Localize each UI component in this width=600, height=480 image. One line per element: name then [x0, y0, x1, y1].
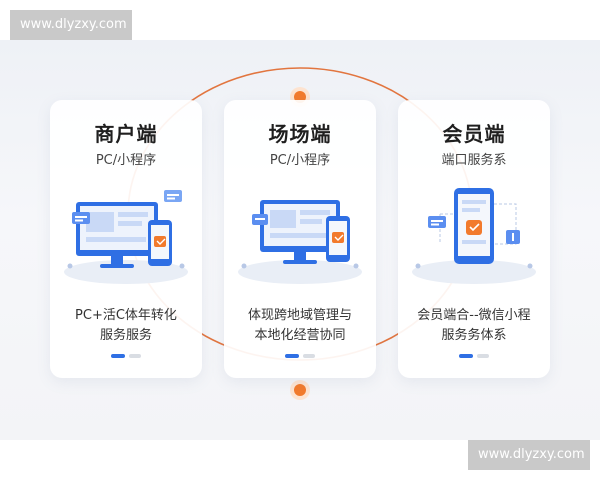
pager-dot-active[interactable]: [111, 354, 125, 358]
card-description-line: 本地化经营协同: [254, 328, 346, 343]
card-title: 会员端: [442, 122, 506, 146]
card-description: PC+活C体年转化 服务服务: [50, 306, 202, 346]
watermark-bottom: www.dlyzxy.com: [468, 440, 590, 470]
card-subtitle: PC/小程序: [269, 153, 331, 168]
card-description-line: 会员端合--微信小程: [417, 308, 531, 323]
card-subtitle: 端口服务系: [441, 153, 507, 168]
card-subtitle: PC/小程序: [95, 153, 157, 168]
pager-dot[interactable]: [129, 354, 141, 358]
carousel-pager: [50, 354, 202, 358]
card-description-line: 服务服务: [99, 328, 152, 343]
pager-dot[interactable]: [303, 354, 315, 358]
card-description-line: 体现跨地域管理与: [247, 308, 352, 323]
desktop-and-phone-icon: [64, 190, 188, 284]
pager-dot-active[interactable]: [285, 354, 299, 358]
bottom-node-icon: [290, 380, 310, 400]
mobile-phone-icon: [412, 188, 536, 284]
card-title: 场场端: [268, 122, 332, 146]
carousel-pager: [224, 354, 376, 358]
pager-dot[interactable]: [477, 354, 489, 358]
card-description-line: PC+活C体年转化: [75, 308, 177, 323]
desktop-and-phone-icon: [238, 200, 362, 284]
card-member: 会员端 端口服务系 会员端合--微信小程 服务务体系: [398, 100, 550, 378]
card-description-line: 服务务体系: [441, 328, 507, 343]
diagram-scene: 商户端 PC/小程序 PC+活C体年转化 服: [0, 40, 600, 440]
card-title: 商户端: [94, 122, 158, 146]
watermark-top: www.dlyzxy.com: [10, 10, 132, 40]
card-description: 会员端合--微信小程 服务务体系: [398, 306, 550, 346]
card-description: 体现跨地域管理与 本地化经营协同: [224, 306, 376, 346]
pager-dot-active[interactable]: [459, 354, 473, 358]
carousel-pager: [398, 354, 550, 358]
card-merchant: 商户端 PC/小程序 PC+活C体年转化 服: [50, 100, 202, 378]
card-venue: 场场端 PC/小程序 体现跨地域管理与 本地化经营协同: [224, 100, 376, 378]
